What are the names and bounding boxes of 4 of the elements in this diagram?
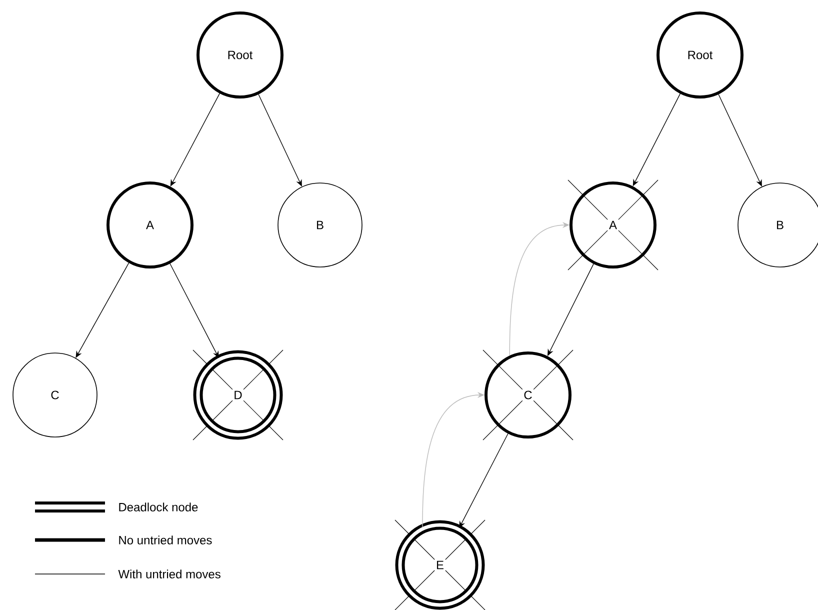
legend-text: Deadlock node	[119, 502, 198, 512]
arrow	[76, 262, 130, 358]
legend-text: No untried moves	[119, 536, 212, 544]
legend-text: With untried moves	[118, 570, 220, 578]
